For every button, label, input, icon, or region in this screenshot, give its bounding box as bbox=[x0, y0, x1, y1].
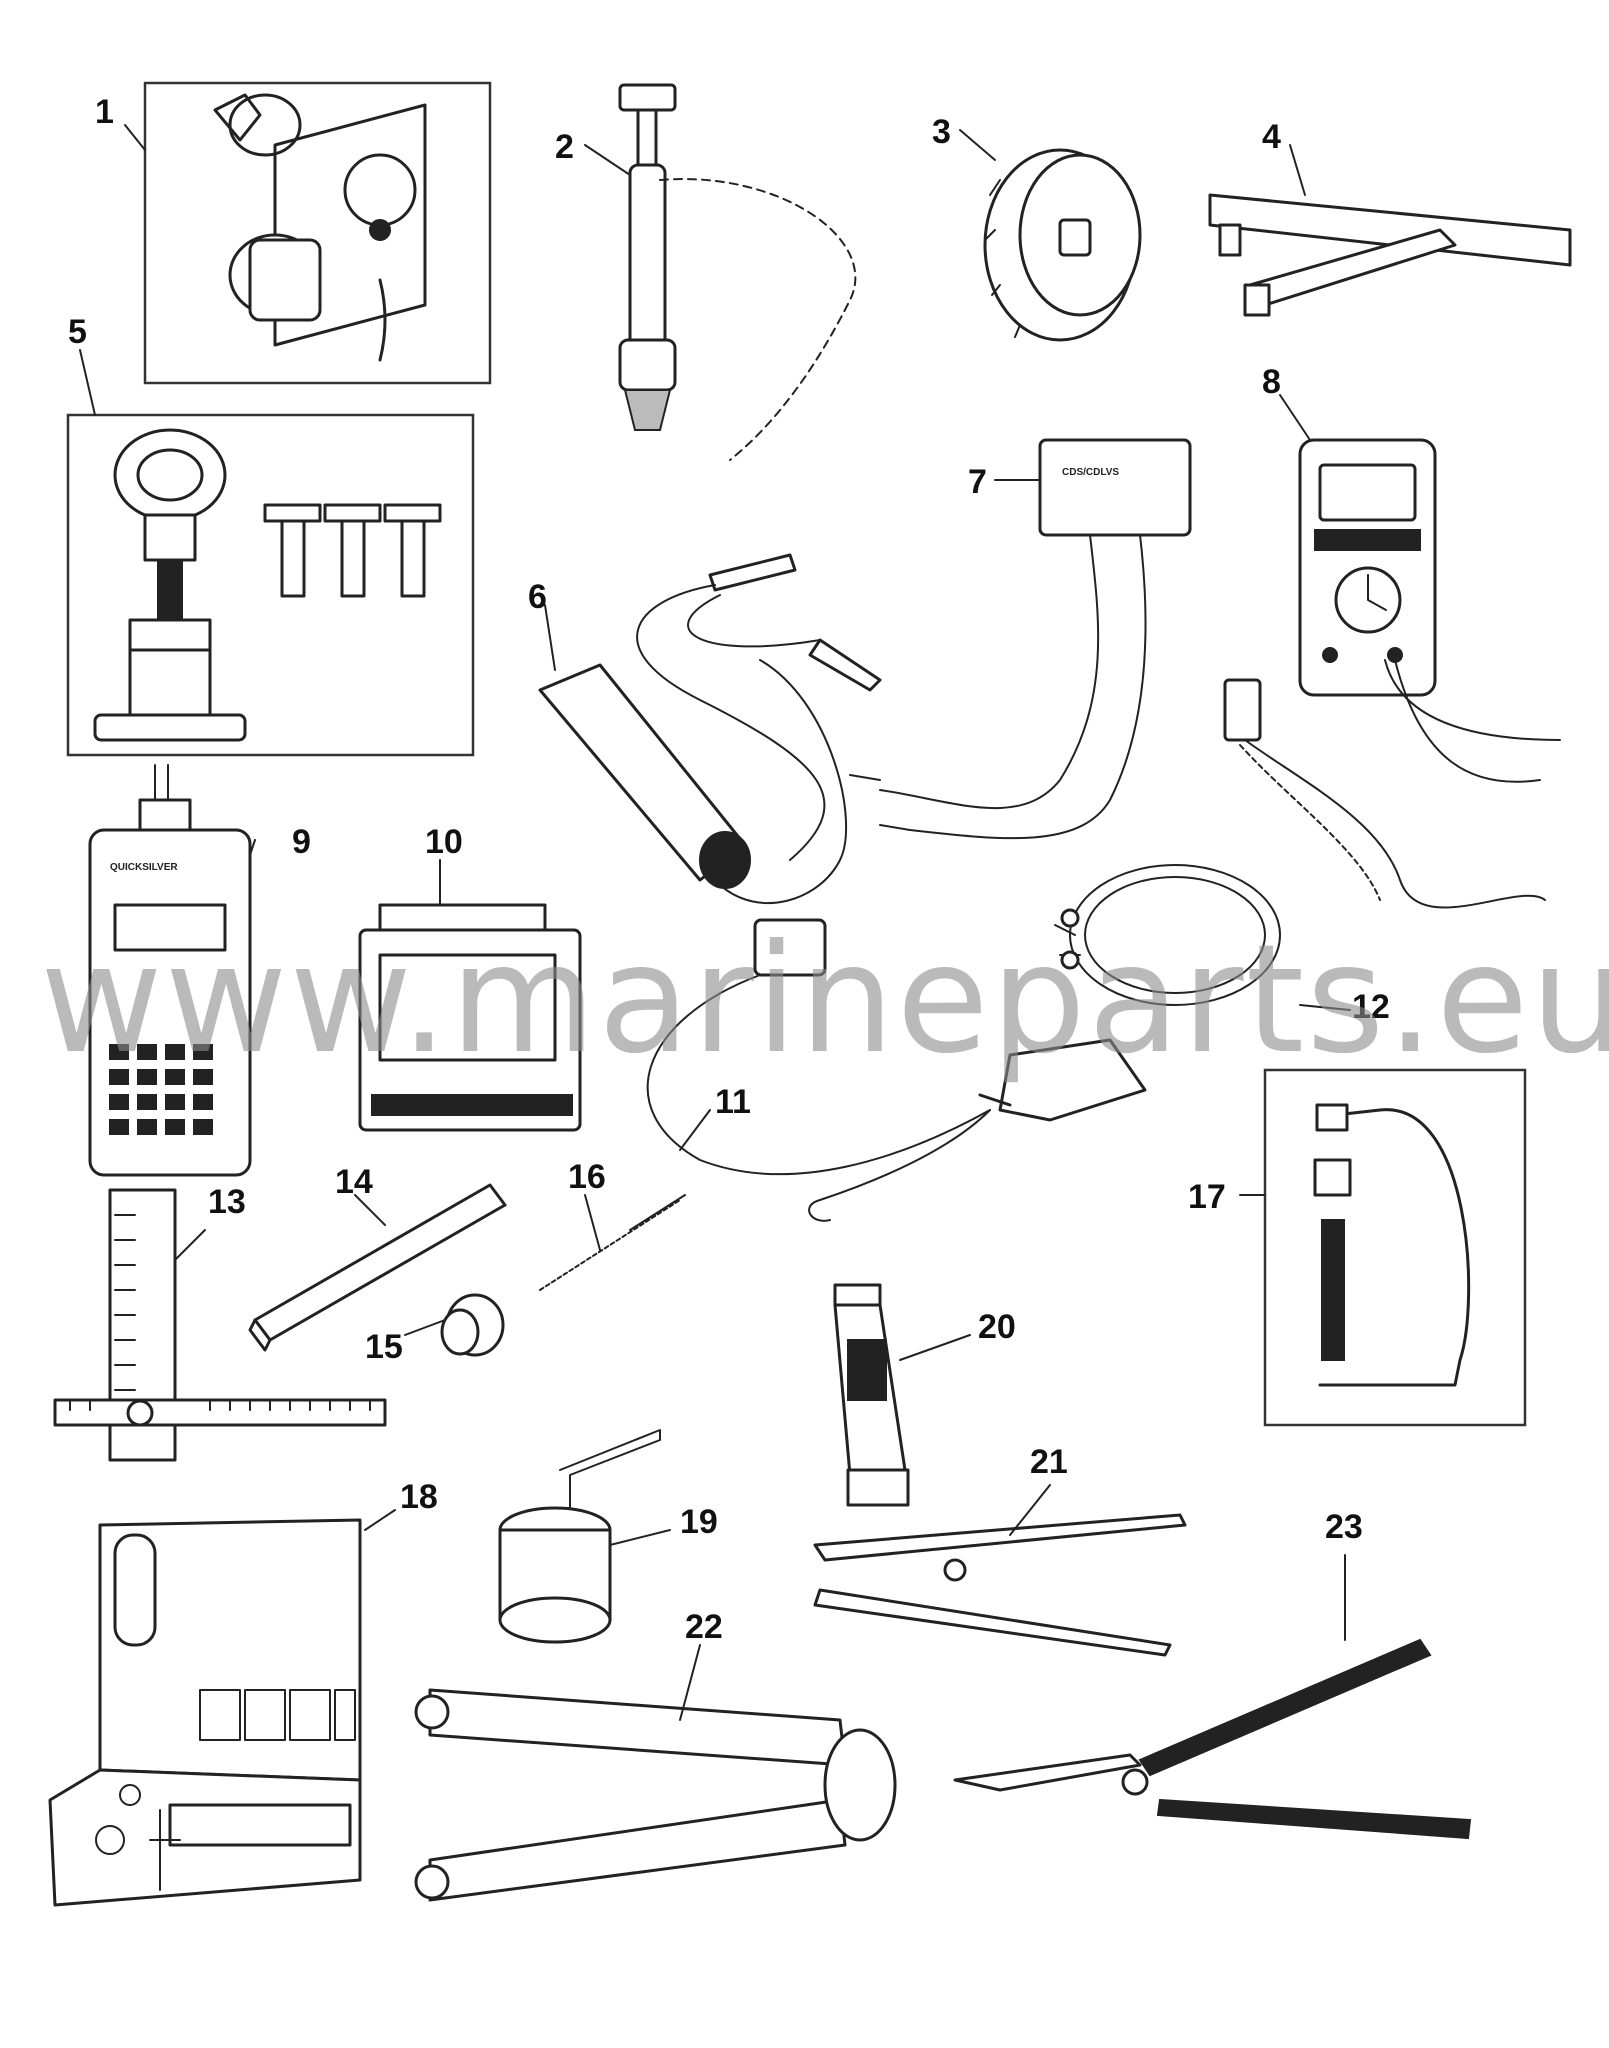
part-2-pump bbox=[618, 83, 857, 461]
part-20-grease-tube bbox=[833, 1283, 910, 1507]
box7-label: CDS/CDLVS bbox=[1062, 467, 1119, 478]
callout-2: 2 bbox=[555, 128, 574, 166]
part-23-pliers bbox=[953, 1638, 1472, 1840]
part-13-t-gauge bbox=[53, 1188, 387, 1462]
callout-19: 19 bbox=[680, 1503, 718, 1541]
part-12-harness bbox=[1054, 678, 1546, 1006]
callout-6: 6 bbox=[528, 578, 547, 616]
part-17-c-clamp bbox=[1263, 1068, 1527, 1427]
part-11-adapter-cable bbox=[646, 918, 1147, 1222]
part-15-bushing bbox=[440, 1293, 505, 1357]
callout-16: 16 bbox=[568, 1158, 606, 1196]
part-1-adapter-kit bbox=[143, 81, 492, 385]
callout-20: 20 bbox=[978, 1308, 1016, 1346]
callout-9: 9 bbox=[292, 823, 311, 861]
callout-18: 18 bbox=[400, 1478, 438, 1516]
callout-3: 3 bbox=[932, 113, 951, 151]
part-21-scissor-tool bbox=[813, 1513, 1187, 1657]
callout-23: 23 bbox=[1325, 1508, 1363, 1546]
callout-14: 14 bbox=[335, 1163, 373, 1201]
callout-13: 13 bbox=[208, 1183, 246, 1221]
part-5-lifting-eye-kit bbox=[66, 413, 475, 757]
callout-17: 17 bbox=[1188, 1178, 1226, 1216]
part-14-driver-rod bbox=[248, 1183, 507, 1352]
callout-12: 12 bbox=[1352, 988, 1390, 1026]
part-18-tool-kit bbox=[48, 1518, 362, 1907]
alligator-clip-leads bbox=[636, 553, 882, 861]
part-7-test-box: CDS/CDLVS bbox=[849, 438, 1192, 840]
part-16-spring bbox=[539, 1194, 686, 1291]
callout-7: 7 bbox=[968, 463, 987, 501]
part-9-handheld-tester: QUICKSILVER bbox=[88, 764, 252, 1177]
part-22-spanner-wrench bbox=[414, 1688, 897, 1902]
part-8-multimeter bbox=[1298, 438, 1561, 783]
callout-10: 10 bbox=[425, 823, 463, 861]
callout-1: 1 bbox=[95, 93, 114, 131]
callout-11: 11 bbox=[715, 1083, 751, 1121]
callout-22: 22 bbox=[685, 1608, 723, 1646]
part-10-display-unit bbox=[358, 903, 582, 1132]
part-3-spanner-socket bbox=[983, 148, 1142, 342]
unit9-label: QUICKSILVER bbox=[110, 862, 178, 873]
part-6-probe bbox=[538, 659, 848, 904]
callout-4: 4 bbox=[1262, 118, 1281, 156]
callout-21: 21 bbox=[1030, 1443, 1068, 1481]
callout-5: 5 bbox=[68, 313, 87, 351]
callout-15: 15 bbox=[365, 1328, 403, 1366]
part-4-puller-bar bbox=[1208, 193, 1572, 317]
callout-8: 8 bbox=[1262, 363, 1281, 401]
part-19-ring-compressor bbox=[498, 1429, 661, 1644]
leader-lines bbox=[79, 124, 1351, 1721]
